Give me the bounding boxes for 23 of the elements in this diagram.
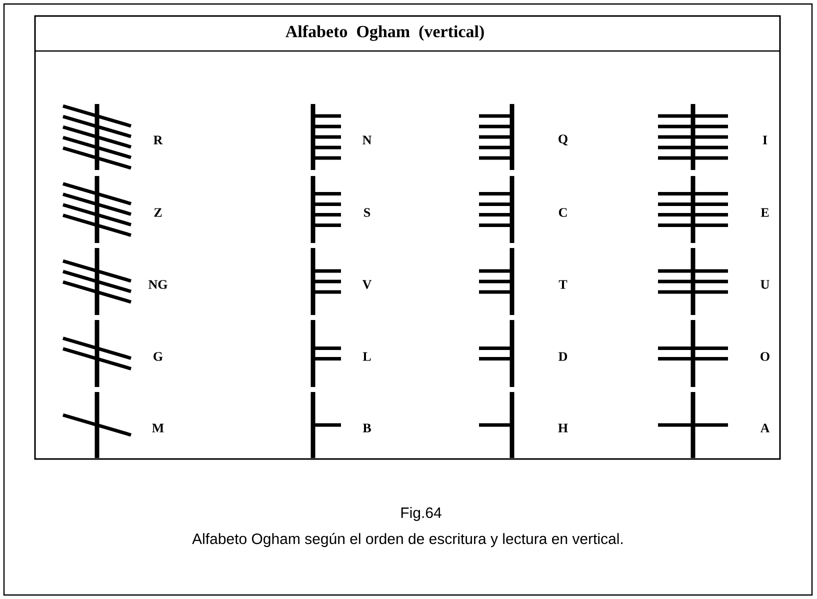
letter-label: A [760, 424, 770, 432]
letter-label: U [760, 280, 770, 289]
letter-label: I [762, 136, 768, 144]
letter-label: V [362, 280, 372, 289]
letter-label: Q [558, 134, 568, 146]
letter-label: T [558, 280, 568, 289]
letter-label: G [154, 352, 163, 361]
letter-label: Z [154, 208, 162, 217]
letter-label: N [362, 136, 372, 144]
letter-label: D [558, 352, 568, 361]
letter-label: O [760, 352, 770, 361]
caption: Alfabeto Ogham según el orden de escritura y lectura en vertical. [192, 532, 622, 548]
title: Alfabeto Ogham (vertical) [286, 25, 484, 41]
letter-label: M [152, 424, 164, 432]
figure-number: Fig.64 [401, 507, 442, 521]
letter-label: NG [148, 280, 168, 289]
letter-label: H [558, 424, 568, 432]
letter-label: E [760, 208, 769, 217]
letter-label: R [154, 136, 163, 144]
letter-label: S [364, 208, 370, 217]
letter-label: B [362, 424, 371, 432]
letter-label: L [362, 352, 371, 361]
letter-label: C [558, 208, 567, 217]
